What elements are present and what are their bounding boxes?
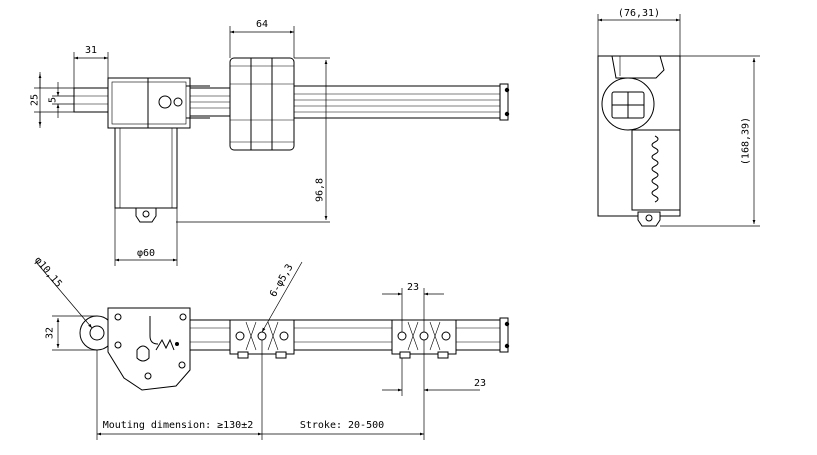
top-view [79,307,510,391]
dim-5-label: 5 [48,97,59,103]
front-view [73,57,510,223]
dim-96-8: 96,8 [176,57,330,223]
dim-23-top: 23 [382,282,444,332]
dim-23-bottom-label: 23 [474,378,486,389]
dim-31-label: 31 [85,45,97,56]
dim-76-31-label: (76,31) [618,8,660,19]
side-view [597,55,681,227]
dim-76-31: (76,31) [597,8,681,56]
dim-96-8-label: 96,8 [315,178,326,202]
dim-d60-label: φ60 [137,248,155,259]
stroke-label: Stroke: 20-500 [300,420,384,431]
dim-d10-15-label: φ10,15 [32,255,64,290]
dim-32-label: 32 [45,327,56,339]
dim-mounting-stroke: Mouting dimension: ≥130±2 Stroke: 20-500 [96,340,424,440]
dim-25-label: 25 [30,94,41,106]
dim-23-top-label: 23 [407,282,419,293]
dim-64-label: 64 [256,19,268,30]
dim-168-39: (168,39) [660,55,760,227]
dim-d10-15: φ10,15 [32,255,93,329]
dim-32: 32 [45,315,97,351]
dim-23-bottom: 23 [382,340,486,440]
dim-25-5: 25 5 [30,72,74,128]
dim-168-39-label: (168,39) [741,117,752,165]
mounting-dimension-label: Mouting dimension: ≥130±2 [103,420,254,431]
dim-d60: φ60 [114,208,178,266]
dim-31: 31 [73,45,109,88]
dim-64: 64 [229,19,295,58]
